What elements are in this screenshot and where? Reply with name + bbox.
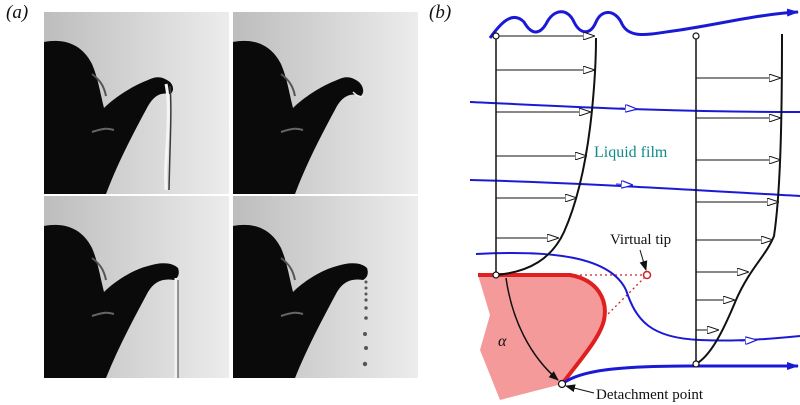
teapot-photo-streaming <box>44 12 229 194</box>
wall-edge <box>478 273 607 386</box>
streamline-1 <box>469 101 800 113</box>
bottom-streamline <box>561 362 799 386</box>
detachment-pointer <box>565 384 595 394</box>
virtual-tip-marker <box>642 270 652 280</box>
detachment-point-marker <box>557 379 567 389</box>
virtual-tip-label: Virtual tip <box>610 232 671 248</box>
panel-label-a: (a) <box>6 2 29 23</box>
alpha-label: α <box>498 333 507 350</box>
right-velocity-arrows <box>696 78 780 330</box>
detachment-point-label: Detachment point <box>596 387 704 403</box>
teapot-photo-detached-jet <box>44 196 229 378</box>
teapot-photo-droplets <box>233 196 418 378</box>
liquid-film-box <box>590 138 694 164</box>
panel-label-b: (b) <box>429 2 452 23</box>
flow-diagram: α Detachment point Virtual tip Liquid fi… <box>469 8 800 403</box>
streamline-2 <box>469 179 800 197</box>
left-velocity-arrows <box>496 36 594 238</box>
free-surface-streamline <box>488 8 799 39</box>
right-velocity-profile <box>695 33 783 365</box>
teapot-photo-no-flow <box>233 12 418 194</box>
virtual-tip-pointer <box>639 249 648 271</box>
alpha-arc <box>505 277 559 381</box>
liquid-film-label: Liquid film <box>594 144 668 161</box>
